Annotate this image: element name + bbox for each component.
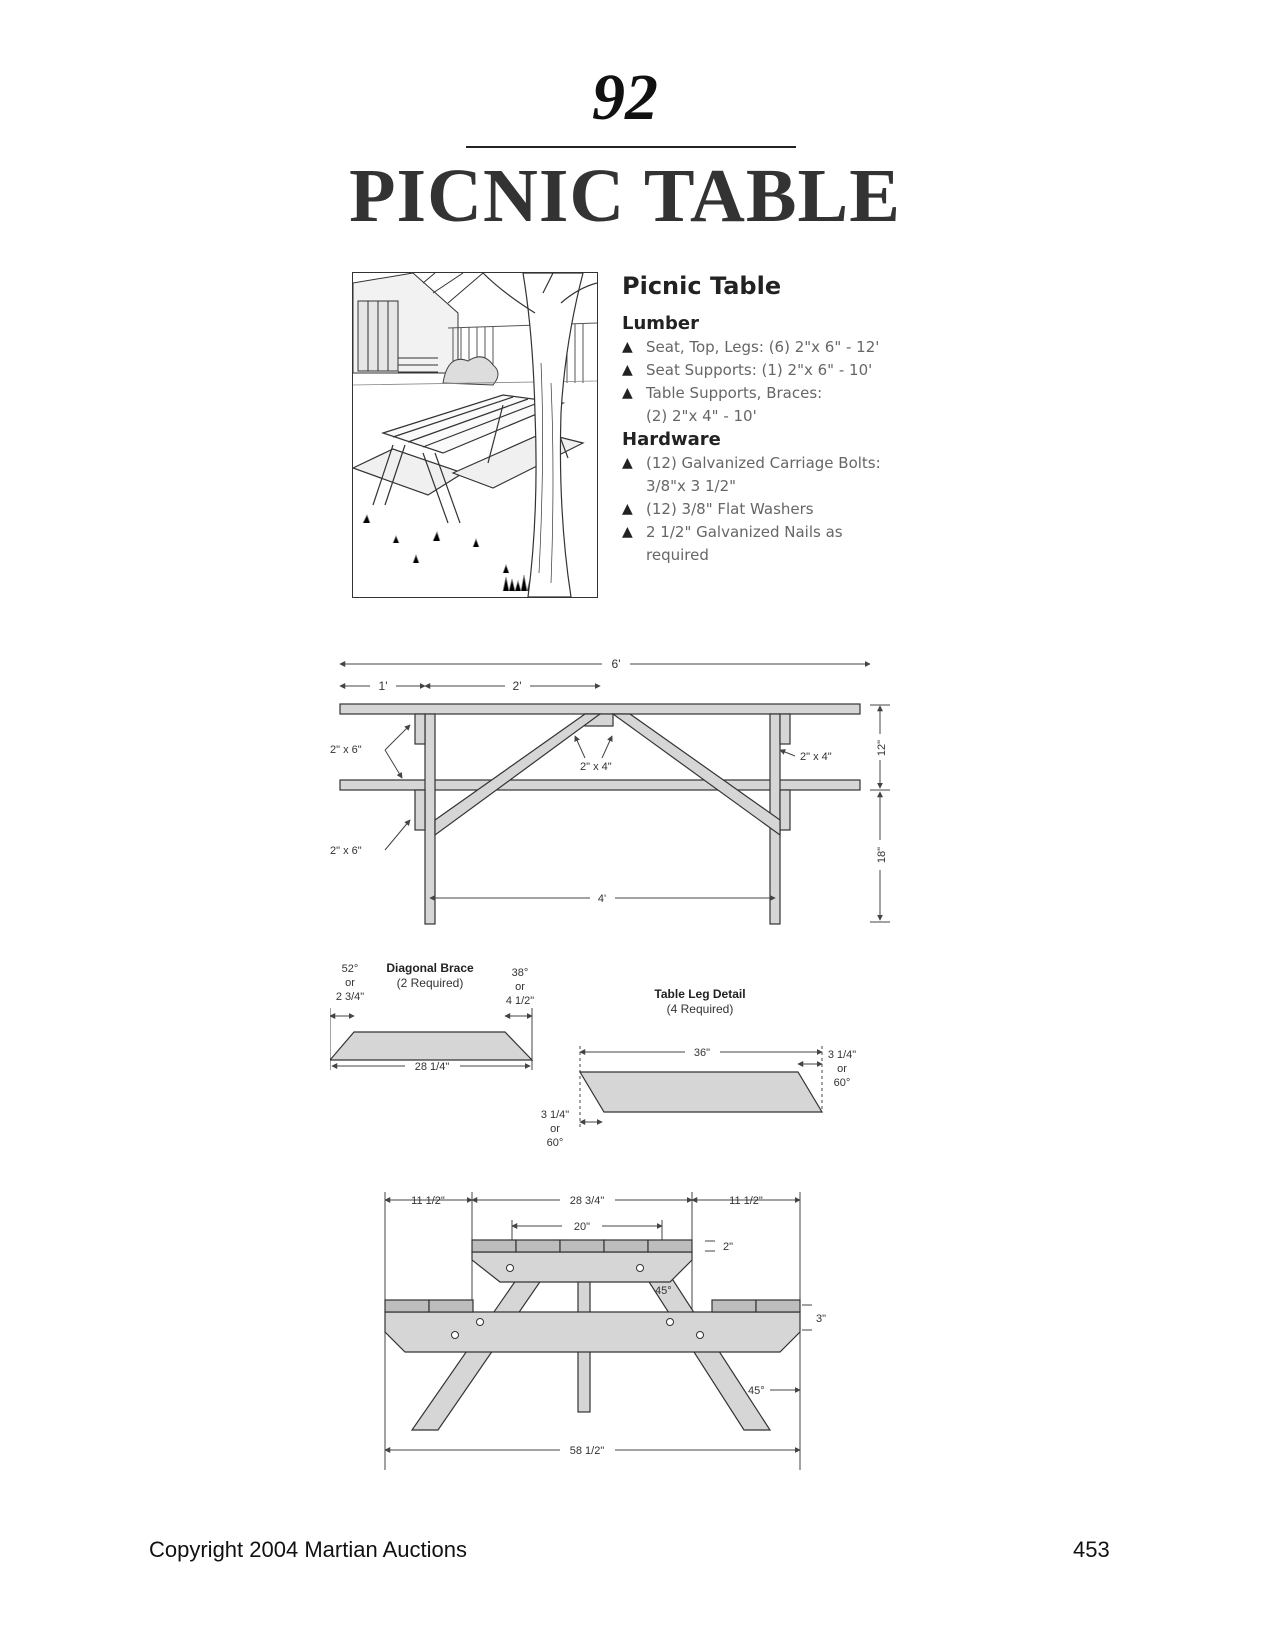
hardware-heading: Hardware [622, 429, 721, 450]
cutting-details-diagram: Diagonal Brace (2 Required) 52° or 2 3/4… [330, 961, 856, 1149]
top-board-label: 2" x 6" [330, 744, 362, 756]
brace-right-offset: 4 1/2" [506, 995, 534, 1007]
left-overhang-label: 11 1/2" [411, 1195, 445, 1207]
segment-label: 2' [513, 679, 522, 693]
leg-right-or: or [837, 1063, 847, 1075]
brace-left-angle: 52° [342, 963, 359, 975]
page-title: PICNIC TABLE [349, 154, 901, 238]
page-number: 453 [1073, 1537, 1110, 1562]
seat-board-label: 2" x 6" [330, 845, 362, 857]
seat-board [339, 779, 861, 791]
triangle-bullet-icon: ▲ [622, 362, 633, 378]
top-thickness-label: 2" [723, 1241, 733, 1253]
triangle-bullet-icon: ▲ [622, 339, 633, 355]
brace-right-or: or [515, 981, 525, 993]
inner-width-label: 20" [574, 1221, 590, 1233]
plan-number: 92 [592, 61, 658, 134]
center-support-label: 2" x 4" [580, 761, 612, 773]
list-item: ▲ (12) Galvanized Carriage Bolts:3/8"x 3… [622, 452, 922, 498]
leg-length-label: 36" [694, 1047, 710, 1059]
left-leg [424, 713, 436, 925]
top-width-label: 28 3/4" [570, 1195, 605, 1207]
scene-illustration [352, 272, 598, 598]
overall-length-label: 6' [612, 657, 621, 671]
leg-right-offset: 3 1/4" [828, 1049, 856, 1061]
picnic-scene-drawing [353, 273, 597, 597]
hardware-list: ▲ (12) Galvanized Carriage Bolts:3/8"x 3… [622, 452, 922, 567]
brace-left-or: or [345, 977, 355, 989]
list-item: ▲ Seat Supports: (1) 2"x 6" - 10' [622, 359, 922, 382]
leg-angle-label: 45° [748, 1385, 765, 1397]
lower-height-label: 18" [876, 847, 888, 863]
tree-drawing [482, 273, 597, 597]
brace-right-angle: 38° [512, 967, 529, 979]
diagonal-brace-qty: (2 Required) [397, 976, 464, 990]
overall-width-label: 58 1/2" [570, 1445, 605, 1457]
seat-support [384, 1311, 801, 1353]
list-item: ▲ Table Supports, Braces:(2) 2"x 4" - 10… [622, 382, 922, 428]
triangle-bullet-icon: ▲ [622, 501, 633, 517]
lumber-list: ▲ Seat, Top, Legs: (6) 2"x 6" - 12' ▲ Se… [622, 336, 922, 428]
leg-detail-qty: (4 Required) [667, 1002, 734, 1016]
right-overhang-label: 11 1/2" [729, 1195, 763, 1207]
materials-title: Picnic Table [622, 272, 782, 300]
list-item: ▲ Seat, Top, Legs: (6) 2"x 6" - 12' [622, 336, 922, 359]
materials-list: Picnic Table Lumber ▲ Seat, Top, Legs: (… [622, 268, 922, 567]
table-leg-shape [578, 1071, 824, 1113]
upper-height-label: 12" [876, 740, 888, 756]
end-view-diagram: 11 1/2" 28 3/4" 11 1/2" 20" 2" 45° 3" 45… [384, 1192, 826, 1470]
brace-left-offset: 2 3/4" [336, 991, 364, 1003]
top-angle-label: 45° [655, 1285, 672, 1297]
diagonal-brace-shape [330, 1031, 534, 1061]
triangle-bullet-icon: ▲ [622, 455, 633, 471]
bush-drawing [442, 356, 499, 386]
leg-right-angle: 60° [834, 1077, 851, 1089]
list-item: ▲ (12) 3/8" Flat Washers [622, 498, 922, 521]
side-view-diagram: 6' 1' 2' 2" x 6" 2" [330, 657, 890, 925]
overhang-label: 1' [379, 679, 388, 693]
brace-length-label: 28 1/4" [415, 1061, 450, 1073]
title-divider [466, 146, 796, 148]
lumber-heading: Lumber [622, 313, 700, 334]
leg-left-offset: 3 1/4" [541, 1109, 569, 1121]
triangle-bullet-icon: ▲ [622, 524, 633, 540]
leg-left-or: or [550, 1123, 560, 1135]
right-support-label: 2" x 4" [800, 751, 832, 763]
leg-detail-title: Table Leg Detail [654, 987, 745, 1001]
diagonal-brace-title: Diagonal Brace [386, 961, 474, 975]
seat-thickness-label: 3" [816, 1313, 826, 1325]
top-support [471, 1251, 693, 1283]
leg-span-label: 4' [598, 893, 606, 905]
leg-left-angle: 60° [547, 1137, 564, 1149]
triangle-bullet-icon: ▲ [622, 385, 633, 401]
table-top-board [339, 703, 861, 715]
copyright-notice: Copyright 2004 Martian Auctions [149, 1537, 467, 1562]
shed-drawing [353, 273, 484, 374]
